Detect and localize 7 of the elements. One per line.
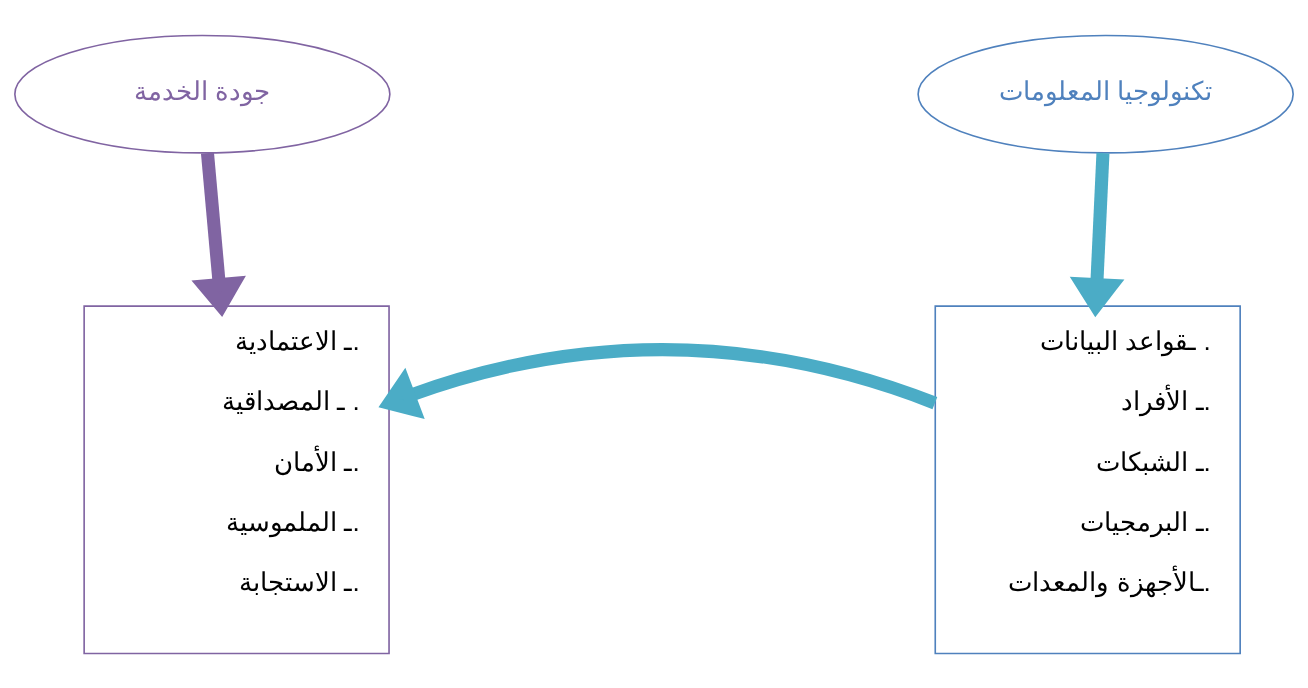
node-ellipse: جودة الخدمة <box>14 34 391 154</box>
arrow <box>1069 152 1125 317</box>
arrow <box>378 342 938 419</box>
node-box: ـ الاعتمادية. ـ المصداقية . ـ الأمان. ـ الملموسية. ـ الاستجابة. <box>83 304 390 654</box>
arrow <box>191 152 246 317</box>
node-box: ـقواعد البيانات . ـ الأفراد. ـ الشبكات. ـ البرمجيات. ـالأجهزة والمعدات. <box>934 304 1241 654</box>
node-ellipse: تكنولوجيا المعلومات <box>917 34 1294 154</box>
